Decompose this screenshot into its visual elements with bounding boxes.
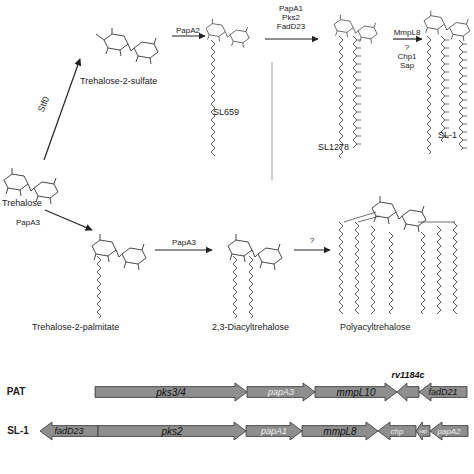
gene-name: mmpL8 [302,422,378,440]
gene-arrow: rv1184c [397,383,419,401]
gene-arrow-outline [419,383,467,401]
compound-name: Trehalose-2-sulfate [80,76,157,86]
reaction-arrow [294,249,330,250]
gene-arrow-outline [98,422,246,440]
reaction-arrow [155,249,212,250]
cluster-name: SL-1 [7,425,29,436]
gene-arrow-shape [397,383,419,401]
compound-structure: Trehalose-2-palmitate [30,230,155,330]
reaction-arrow [44,59,80,160]
gene-arrow: mmpL10 [315,383,397,401]
gene-arrow: pks2 [98,422,246,440]
enzyme-label: Stf0 [34,89,54,120]
gene-name: chp [378,422,416,440]
compound-structure: SL659 [205,15,265,165]
gene-name: fadD21 [419,383,467,401]
gene-arrow: papA1 [246,422,302,440]
cluster-name: PAT [7,386,26,397]
gene-name: mmpL10 [315,383,397,401]
reaction-arrow [172,35,205,36]
gene-arrow-outline [246,422,302,440]
compound-name: Polyacyltrehalose [340,322,411,332]
enzyme-label: PapA3 [167,238,201,247]
gene-arrow-outline [247,383,315,401]
compound-name: Trehalose [2,198,42,208]
gene-name: rv1184c [392,370,425,380]
compound-name: SL659 [213,107,239,117]
gene-name: pks2 [98,422,246,440]
gene-arrow-outline [397,383,419,401]
gene-arrow: chp [378,422,416,440]
enzyme-label: PapA3 [11,218,45,227]
gene-name: fadD23 [40,422,98,440]
compound-structure: 2,3-Diacyltrehalose [212,230,294,330]
compound-structure: Polyacyltrehalose [330,190,470,335]
enzyme-label: MmpL8 [390,28,424,37]
enzyme-label: ? [405,43,409,52]
compound-name: 2,3-Diacyltrehalose [212,322,289,332]
gene-name: papA1 [246,422,302,440]
gene-name: pks3/4 [95,383,247,401]
gene-arrow: sap [416,422,430,440]
reaction-arrow [45,210,92,230]
gene-arrow-outline [302,422,378,440]
enzyme-label: PapA1 Pks2 FadD23 [274,4,308,31]
gene-arrow-outline [430,422,468,440]
gene-arrow: pks3/4 [95,383,247,401]
compound-structure: SL1278 [318,12,393,162]
gene-arrow-outline [315,383,397,401]
enzyme-label: ? [304,236,320,245]
compound-structure: Trehalose [0,160,62,210]
gene-arrow-outline [378,422,416,440]
compound-name: SL1278 [318,142,349,152]
compound-structure: Trehalose-2-sulfate [80,18,172,88]
gene-name: sap [416,422,430,440]
enzyme-label: Chp1 [397,52,416,61]
compound-structure: SL-1 [422,12,474,162]
gene-name: papA2 [430,422,468,440]
gene-arrow: papA2 [430,422,468,440]
compound-name: Trehalose-2-palmitate [32,322,119,332]
gene-arrow: mmpL8 [302,422,378,440]
gene-arrow: fadD23 [40,422,98,440]
gene-arrow-outline [95,383,247,401]
enzyme-label: PapA2 [170,26,206,35]
reaction-arrow [265,38,318,39]
enzyme-label: Sap [400,61,414,70]
gene-name: papA3 [247,383,315,401]
compound-name: SL-1 [438,130,457,140]
reaction-arrow [393,38,422,39]
gene-arrow-outline [416,422,430,440]
gene-arrow-outline [40,422,98,440]
gene-arrow: fadD21 [419,383,467,401]
gene-arrow: papA3 [247,383,315,401]
